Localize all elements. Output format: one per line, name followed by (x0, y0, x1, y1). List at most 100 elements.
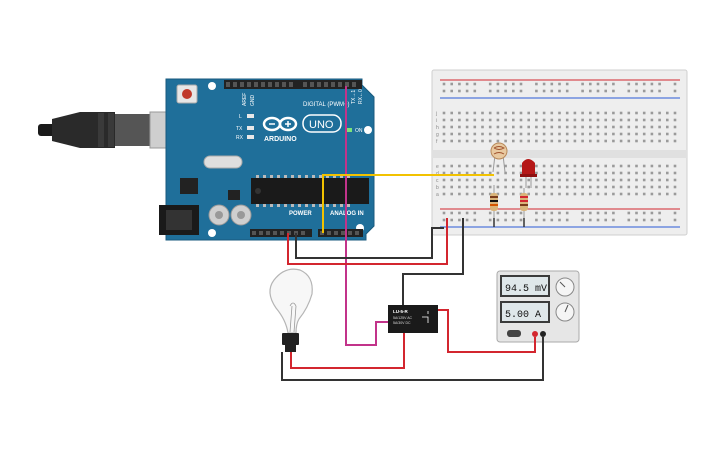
breadboard-hole[interactable] (535, 139, 538, 143)
breadboard-hole[interactable] (519, 211, 523, 215)
breadboard-hole[interactable] (581, 178, 584, 182)
breadboard-hole[interactable] (635, 192, 638, 196)
breadboard-hole[interactable] (473, 89, 477, 93)
breadboard-hole[interactable] (604, 82, 607, 86)
breadboard-hole[interactable] (581, 89, 584, 93)
breadboard-hole[interactable] (619, 171, 623, 175)
breadboard-hole[interactable] (550, 211, 554, 215)
breadboard-hole[interactable] (558, 125, 561, 129)
breadboard-hole[interactable] (658, 82, 661, 86)
breadboard-hole[interactable] (581, 132, 584, 136)
breadboard-hole[interactable] (565, 139, 569, 143)
usb-cable[interactable] (38, 111, 173, 149)
breadboard-hole[interactable] (581, 211, 584, 215)
breadboard-hole[interactable] (442, 178, 446, 182)
breadboard-hole[interactable] (558, 185, 561, 189)
breadboard-hole[interactable] (596, 185, 600, 189)
breadboard-hole[interactable] (519, 89, 523, 93)
breadboard-hole[interactable] (650, 125, 654, 129)
breadboard-hole[interactable] (481, 192, 484, 196)
breadboard-hole[interactable] (612, 211, 615, 215)
breadboard-hole[interactable] (619, 164, 623, 168)
breadboard-hole[interactable] (627, 118, 631, 122)
breadboard-hole[interactable] (481, 132, 484, 136)
breadboard-hole[interactable] (612, 82, 615, 86)
breadboard-hole[interactable] (642, 164, 646, 168)
breadboard-hole[interactable] (527, 178, 530, 182)
breadboard-hole[interactable] (488, 178, 492, 182)
breadboard-hole[interactable] (481, 178, 484, 182)
analog-header[interactable] (318, 229, 363, 237)
breadboard-hole[interactable] (596, 211, 600, 215)
breadboard-hole[interactable] (558, 192, 561, 196)
breadboard-hole[interactable] (450, 111, 453, 115)
breadboard-hole[interactable] (581, 171, 584, 175)
breadboard-hole[interactable] (488, 118, 492, 122)
breadboard-hole[interactable] (527, 125, 530, 129)
breadboard-hole[interactable] (488, 132, 492, 136)
breadboard-hole[interactable] (673, 111, 677, 115)
breadboard-hole[interactable] (496, 125, 500, 129)
breadboard-hole[interactable] (573, 171, 577, 175)
current-knob[interactable] (555, 302, 575, 322)
breadboard-hole[interactable] (642, 185, 646, 189)
breadboard-hole[interactable] (642, 218, 646, 222)
breadboard-hole[interactable] (504, 218, 507, 222)
breadboard-hole[interactable] (658, 89, 661, 93)
breadboard-hole[interactable] (612, 218, 615, 222)
breadboard-hole[interactable] (619, 192, 623, 196)
photoresistor[interactable] (490, 142, 508, 173)
breadboard-hole[interactable] (650, 178, 654, 182)
breadboard-hole[interactable] (673, 89, 677, 93)
positive-terminal[interactable] (532, 331, 538, 337)
breadboard-hole[interactable] (673, 139, 677, 143)
breadboard-hole[interactable] (596, 132, 600, 136)
breadboard-hole[interactable] (496, 218, 500, 222)
resistor-ldr[interactable] (490, 185, 498, 218)
breadboard-hole[interactable] (558, 164, 561, 168)
wires[interactable] (281, 86, 544, 381)
breadboard-hole[interactable] (512, 139, 515, 143)
breadboard-hole[interactable] (612, 118, 615, 122)
breadboard-hole[interactable] (473, 185, 477, 189)
breadboard-hole[interactable] (666, 125, 669, 129)
breadboard-hole[interactable] (535, 164, 538, 168)
breadboard-hole[interactable] (581, 111, 584, 115)
breadboard-hole[interactable] (488, 125, 492, 129)
breadboard-hole[interactable] (604, 218, 607, 222)
breadboard-hole[interactable] (535, 171, 538, 175)
breadboard-hole[interactable] (581, 139, 584, 143)
breadboard-hole[interactable] (635, 164, 638, 168)
breadboard-hole[interactable] (504, 132, 507, 136)
breadboard-hole[interactable] (658, 192, 661, 196)
breadboard-hole[interactable] (450, 139, 453, 143)
breadboard-hole[interactable] (612, 164, 615, 168)
breadboard-hole[interactable] (442, 111, 446, 115)
red-led[interactable] (520, 159, 537, 188)
breadboard-hole[interactable] (512, 89, 515, 93)
breadboard[interactable]: j i h g f e d c b a (431, 69, 688, 236)
breadboard-hole[interactable] (504, 211, 507, 215)
breadboard-hole[interactable] (635, 218, 638, 222)
breadboard-hole[interactable] (635, 111, 638, 115)
breadboard-hole[interactable] (589, 192, 592, 196)
breadboard-hole[interactable] (512, 171, 515, 175)
breadboard-hole[interactable] (481, 139, 484, 143)
breadboard-hole[interactable] (658, 178, 661, 182)
breadboard-hole[interactable] (604, 211, 607, 215)
breadboard-hole[interactable] (612, 139, 615, 143)
breadboard-hole[interactable] (666, 111, 669, 115)
breadboard-hole[interactable] (535, 82, 538, 86)
breadboard-hole[interactable] (473, 118, 477, 122)
breadboard-hole[interactable] (673, 164, 677, 168)
breadboard-hole[interactable] (496, 118, 500, 122)
breadboard-hole[interactable] (573, 139, 577, 143)
breadboard-hole[interactable] (581, 118, 584, 122)
breadboard-hole[interactable] (596, 125, 600, 129)
breadboard-hole[interactable] (596, 111, 600, 115)
breadboard-hole[interactable] (573, 111, 577, 115)
breadboard-hole[interactable] (589, 132, 592, 136)
breadboard-hole[interactable] (442, 82, 446, 86)
breadboard-hole[interactable] (642, 192, 646, 196)
breadboard-hole[interactable] (504, 171, 507, 175)
